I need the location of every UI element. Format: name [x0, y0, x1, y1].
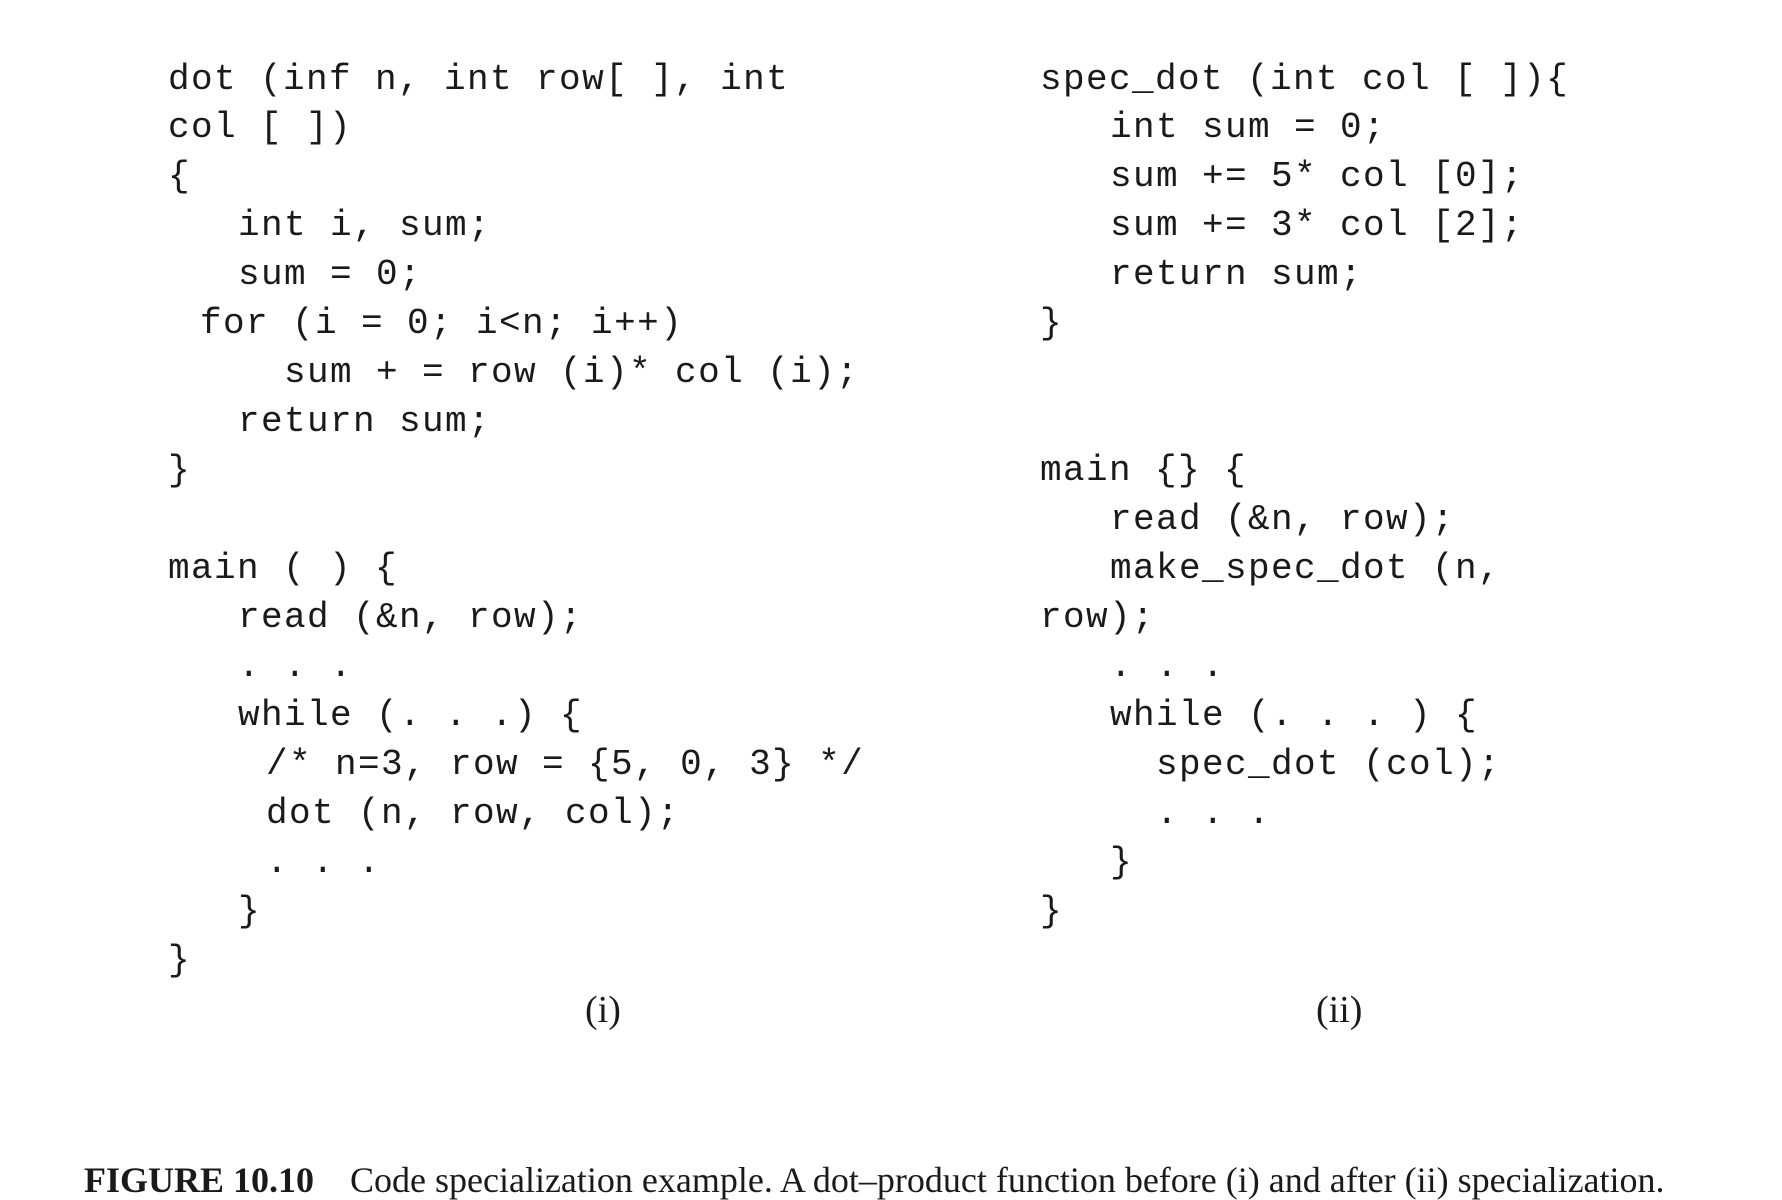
code-line: main {} { — [1040, 450, 1248, 491]
code-line: while (. . .) { — [238, 695, 584, 736]
code-line: sum += 5* col [0]; — [1110, 156, 1525, 197]
code-line: } — [238, 891, 262, 932]
code-line: . . . — [266, 842, 382, 883]
figure-caption: FIGURE 10.10 Code specialization example.… — [66, 1120, 1665, 1200]
code-line: dot (inf n, int row[ ], int — [168, 59, 790, 100]
code-line: . . . — [1110, 646, 1226, 687]
code-line: main ( ) { — [168, 548, 399, 589]
code-line: sum += 3* col [2]; — [1110, 205, 1525, 246]
panel-label-ii: (ii) — [1316, 989, 1363, 1031]
code-line: row); — [1040, 597, 1156, 638]
code-line: } — [1040, 891, 1064, 932]
code-line: } — [168, 940, 192, 981]
code-line: int sum = 0; — [1110, 107, 1387, 148]
code-line: sum + = row (i)* col (i); — [284, 352, 860, 393]
code-line: . . . — [1156, 793, 1272, 834]
code-line: make_spec_dot (n, — [1110, 548, 1502, 589]
panel-label-i: (i) — [585, 989, 621, 1031]
code-line: return sum; — [238, 401, 492, 442]
code-line: } — [1110, 842, 1134, 883]
code-line: spec_dot (int col [ ]){ — [1040, 59, 1570, 100]
code-line: { — [168, 156, 192, 197]
code-line: return sum; — [1110, 254, 1364, 295]
code-line: spec_dot (col); — [1156, 744, 1502, 785]
code-line: col [ ]) — [168, 107, 353, 148]
code-line: for (i = 0; i<n; i++) — [200, 303, 684, 344]
caption-text: Code specialization example. A dot–produ… — [350, 1160, 1665, 1200]
code-line: sum = 0; — [238, 254, 423, 295]
code-line: } — [168, 450, 192, 491]
code-line: read (&n, row); — [1110, 499, 1456, 540]
code-line: read (&n, row); — [238, 597, 584, 638]
code-line: int i, sum; — [238, 205, 492, 246]
code-line: /* n=3, row = {5, 0, 3} */ — [266, 744, 865, 785]
figure-number: FIGURE 10.10 — [84, 1160, 315, 1200]
code-line: . . . — [238, 646, 354, 687]
code-line: while (. . . ) { — [1110, 695, 1479, 736]
code-line: dot (n, row, col); — [266, 793, 681, 834]
code-line: } — [1040, 303, 1064, 344]
